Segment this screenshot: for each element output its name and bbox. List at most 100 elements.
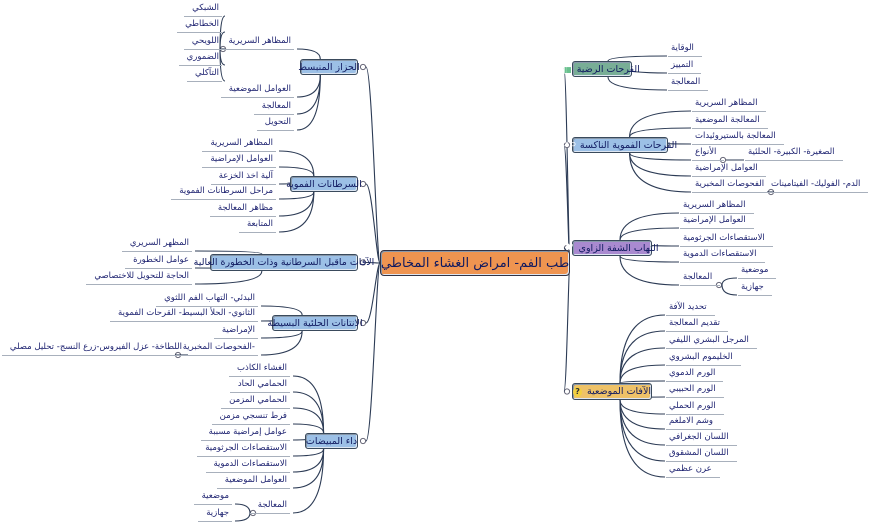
leaf-item[interactable]: المظهر السريري	[121, 237, 192, 252]
leaf-item[interactable]: المعالجة	[680, 271, 721, 286]
leaf-item[interactable]: العوامل الإمراضية	[202, 153, 276, 168]
leaf-item[interactable]: المعالجة	[668, 76, 709, 91]
topic-label: القرحات الرضية	[576, 63, 640, 75]
leaf-item[interactable]: الثانوي- الحلأ البسيط- القرحات الفموية	[110, 307, 258, 322]
topic-5[interactable]: داء المبيضات	[305, 433, 358, 449]
connector-line	[365, 183, 381, 264]
leaf-item[interactable]: الاستقصاءات الجرثومية	[680, 232, 773, 247]
sub-leaf-item[interactable]: اللطاخة- عزل الفيروس-زرع النسج- تحليل مص…	[1, 341, 185, 356]
connector-line	[619, 330, 666, 384]
collapse-toggle[interactable]	[359, 63, 367, 71]
leaf-item[interactable]: البدئي- التهاب الفم اللثوي	[156, 292, 258, 307]
connector-line	[292, 448, 325, 473]
collapse-toggle[interactable]	[563, 141, 571, 149]
connector-line	[365, 261, 381, 264]
leaf-item[interactable]: مراحل السرطانات الفموية	[171, 185, 276, 200]
leaf-item[interactable]: -الفحوصات المخبرية	[174, 341, 258, 356]
leaf-item[interactable]: عرن عظمي	[666, 463, 720, 478]
collapse-toggle[interactable]	[359, 437, 367, 445]
connector-line	[619, 399, 666, 415]
leaf-item[interactable]: المعالجة	[249, 499, 290, 514]
leaf-item[interactable]: الحمامي المزمن	[221, 394, 290, 409]
topic-6[interactable]: القرحات الرضية▦	[564, 61, 640, 77]
collapse-toggle[interactable]	[359, 319, 367, 327]
topic-1[interactable]: الحزاز المنبسط	[298, 59, 360, 75]
connector-line	[619, 364, 666, 384]
topic-8[interactable]: التهاب الشفة الزاوي ♥	[565, 240, 659, 256]
sub-leaf-item[interactable]: الضموري	[178, 51, 222, 66]
leaf-item[interactable]: الإمراضية	[213, 324, 258, 339]
connector-line	[219, 48, 226, 82]
leaf-item[interactable]: عوامل الخطورة	[125, 254, 192, 269]
leaf-item[interactable]: المظاهر السريرية	[680, 199, 754, 214]
leaf-item[interactable]: العوامل الموضعية	[220, 83, 294, 98]
topic-label: التهاب الشفة الزاوي	[578, 242, 659, 254]
leaf-item[interactable]: الحمامي الحاد	[229, 378, 290, 393]
leaf-item[interactable]: اللسان المشقوق	[666, 447, 737, 462]
leaf-item[interactable]: التمييز	[668, 59, 702, 74]
leaf-item[interactable]: الحاجة للتحويل للاختصاصي	[86, 270, 192, 285]
connector-line	[619, 255, 680, 263]
collapse-toggle[interactable]	[563, 388, 571, 395]
sub-leaf-item[interactable]: الخطاطي	[177, 18, 222, 33]
topic-4[interactable]: الانتانات الحلئية البسيطة	[267, 315, 363, 331]
leaf-item[interactable]: الورم الحملي	[666, 400, 724, 415]
connector-line	[296, 48, 321, 60]
connector-line	[219, 31, 226, 50]
topic-2[interactable]: السرطانات الفموية	[286, 176, 362, 192]
sub-leaf-item[interactable]: التآكلي	[186, 67, 222, 82]
connector-line	[278, 191, 315, 200]
leaf-item[interactable]: عوامل إمراضية مسببة	[200, 426, 290, 441]
leaf-item[interactable]: المعالجة	[253, 100, 294, 115]
collapse-toggle[interactable]	[719, 156, 727, 164]
leaf-item[interactable]: المعالجة بالستيروئيدات	[692, 130, 784, 145]
leaf-item[interactable]: المعالجة الموضعية	[692, 114, 768, 129]
leaf-item[interactable]: آلية اخذ الخزعة	[210, 170, 276, 185]
leaf-item[interactable]: الفحوصات المخبرية	[692, 178, 773, 193]
topic-9[interactable]: الآفات الموضعية?	[572, 383, 652, 400]
leaf-item[interactable]: تحديد الآفة	[666, 301, 715, 316]
heart-icon: ♥	[565, 243, 574, 253]
leaf-item[interactable]: الاستقصاءات الدموية	[205, 458, 290, 473]
leaf-item[interactable]: العوامل الإمراضية	[692, 162, 766, 177]
collapse-toggle[interactable]	[359, 259, 367, 266]
leaf-item[interactable]: العوامل الإمراضية	[680, 214, 754, 229]
topic-3[interactable]: الآفات ماقبل السرطانية وذات الخطورة العا…	[194, 254, 374, 271]
leaf-item[interactable]: مظاهر المعالجة	[209, 202, 276, 217]
leaf-item[interactable]: المظاهر السريرية	[202, 137, 276, 152]
collapse-toggle[interactable]	[359, 180, 367, 188]
central-topic-label: طب الفم- امراض الغشاء المخاطي	[380, 255, 570, 271]
sub-leaf-item[interactable]: الصغيرة- الكبيرة- الحلئية	[745, 146, 843, 161]
leaf-item[interactable]: العوامل الموضعية	[216, 474, 290, 489]
leaf-item[interactable]: الورم الحبيبي	[666, 383, 724, 398]
leaf-item[interactable]: الخليموم البشروي	[666, 351, 741, 366]
leaf-item[interactable]: الورم الدموي	[666, 367, 724, 382]
leaf-item[interactable]: الوقاية	[668, 42, 702, 57]
leaf-item[interactable]: المظاهر السريرية	[220, 35, 294, 50]
connector-line	[278, 166, 315, 177]
sub-leaf-item[interactable]: اللويحي	[183, 35, 222, 50]
leaf-item[interactable]: الأنواع	[692, 146, 725, 161]
leaf-item[interactable]: اللسان الجغرافي	[666, 431, 737, 446]
sub-leaf-item[interactable]: الدم- الفوليك- الفيتامينات	[768, 178, 869, 193]
leaf-item[interactable]: الاستقصاءات الدموية	[680, 248, 765, 263]
sub-leaf-item[interactable]: جهازية	[198, 507, 232, 522]
leaf-item[interactable]: المتابعة	[238, 218, 276, 233]
leaf-item[interactable]: الاستقصاءات الجرثومية	[197, 442, 290, 457]
connector-line	[629, 110, 692, 138]
leaf-item[interactable]: تقديم المعالجة	[666, 317, 729, 332]
leaf-item[interactable]: المرجل البشري الليفي	[666, 334, 757, 349]
connector-line	[619, 227, 680, 241]
leaf-item[interactable]: وشم الاملغم	[666, 415, 721, 430]
sub-leaf-item[interactable]: موضعية	[738, 264, 777, 279]
sub-leaf-item[interactable]: موضعية	[193, 490, 232, 505]
leaf-item[interactable]: التحويل	[256, 116, 294, 131]
leaf-item[interactable]: الغشاء الكاذب	[229, 362, 290, 377]
leaf-item[interactable]: فرط تنسجي مزمن	[211, 410, 290, 425]
leaf-item[interactable]: المظاهر السريرية	[692, 97, 766, 112]
sub-leaf-item[interactable]: الشبكي	[184, 2, 222, 17]
topic-7[interactable]: القرحات الفموية الناكسة⊂⊃	[561, 137, 677, 153]
central-topic[interactable]: طب الفم- امراض الغشاء المخاطي	[380, 250, 570, 276]
sub-leaf-item[interactable]: جهازية	[738, 281, 772, 296]
